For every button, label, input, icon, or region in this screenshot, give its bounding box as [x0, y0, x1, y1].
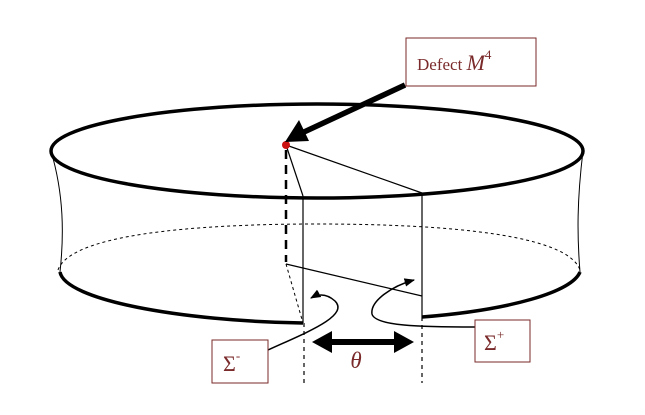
defect-point [282, 141, 290, 149]
cylinder-top-rim [49, 102, 585, 200]
angle-label: θ [350, 348, 361, 373]
sigma-plus-text: Σ+ [484, 327, 504, 355]
defect-pointer-arrow [285, 82, 407, 142]
cylinder-right-wall [577, 150, 584, 273]
defect-label-text: Defect M4 [417, 47, 492, 75]
defect-label: Defect M4 [405, 37, 537, 87]
wedge-bottom-left-edge-hidden [285, 263, 304, 324]
cylinder-bottom-rim-hidden [57, 223, 581, 271]
wedge-bottom-right-edge [285, 263, 423, 297]
wedge-top-left-edge [285, 144, 304, 197]
cylinder-left-wall [50, 150, 63, 273]
sigma-minus-pointer [267, 289, 339, 351]
sigma-minus-label: Σ- [211, 339, 269, 384]
sigma-plus-label: Σ+ [474, 319, 531, 363]
sigma-plus-pointer [371, 278, 476, 328]
sigma-minus-text: Σ- [223, 348, 240, 376]
cylinder-bottom-rim-front [58, 271, 304, 325]
cylinder-bottom-rim-front-right [421, 271, 582, 319]
theta-double-arrow [312, 331, 414, 353]
wedge-top-right-edge [285, 144, 423, 194]
